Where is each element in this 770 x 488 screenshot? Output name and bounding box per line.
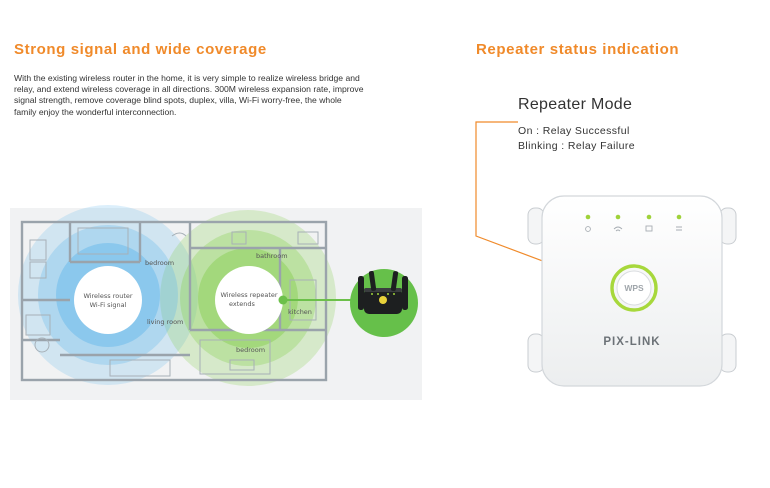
floor-plan: Wireless router Wi-Fi signal Wireless re… — [10, 205, 422, 400]
wps-small-icon — [676, 226, 682, 231]
lan-icon — [645, 225, 653, 232]
white-repeater-device: WPS PIX-LINK — [527, 195, 737, 387]
wps-label: WPS — [624, 283, 644, 293]
room-label-bedroom-bottom: bedroom — [236, 346, 265, 354]
repeater-center — [215, 266, 283, 334]
led-wps — [676, 214, 682, 220]
status-heading: Repeater status indication — [476, 41, 680, 58]
led-power — [585, 214, 591, 220]
router-label-line2: Wi-Fi signal — [90, 301, 127, 309]
led-wifi — [615, 214, 621, 220]
repeater-label-line1: Wireless repeater — [220, 291, 277, 299]
led-lan — [646, 214, 652, 220]
room-label-bathroom: bathroom — [256, 252, 288, 260]
black-repeater-icon — [358, 270, 408, 314]
power-icon — [585, 226, 591, 232]
room-label-kitchen: kitchen — [288, 308, 312, 316]
wifi-icon — [613, 226, 623, 232]
status-on-text: On : Relay Successful — [518, 125, 630, 137]
coverage-heading: Strong signal and wide coverage — [14, 41, 267, 58]
brand-logo-text: PIX-LINK — [603, 336, 660, 348]
wps-button[interactable]: WPS — [610, 264, 658, 312]
room-label-living-room: living room — [147, 318, 183, 326]
repeater-mode-title: Repeater Mode — [518, 96, 633, 113]
room-label-bedroom-top: bedroom — [145, 259, 174, 267]
router-label-line1: Wireless router — [83, 292, 132, 300]
status-blinking-text: Blinking : Relay Failure — [518, 140, 635, 152]
router-center — [74, 266, 142, 334]
repeater-label-line2: extends — [229, 300, 256, 308]
coverage-description: With the existing wireless router in the… — [14, 73, 364, 117]
